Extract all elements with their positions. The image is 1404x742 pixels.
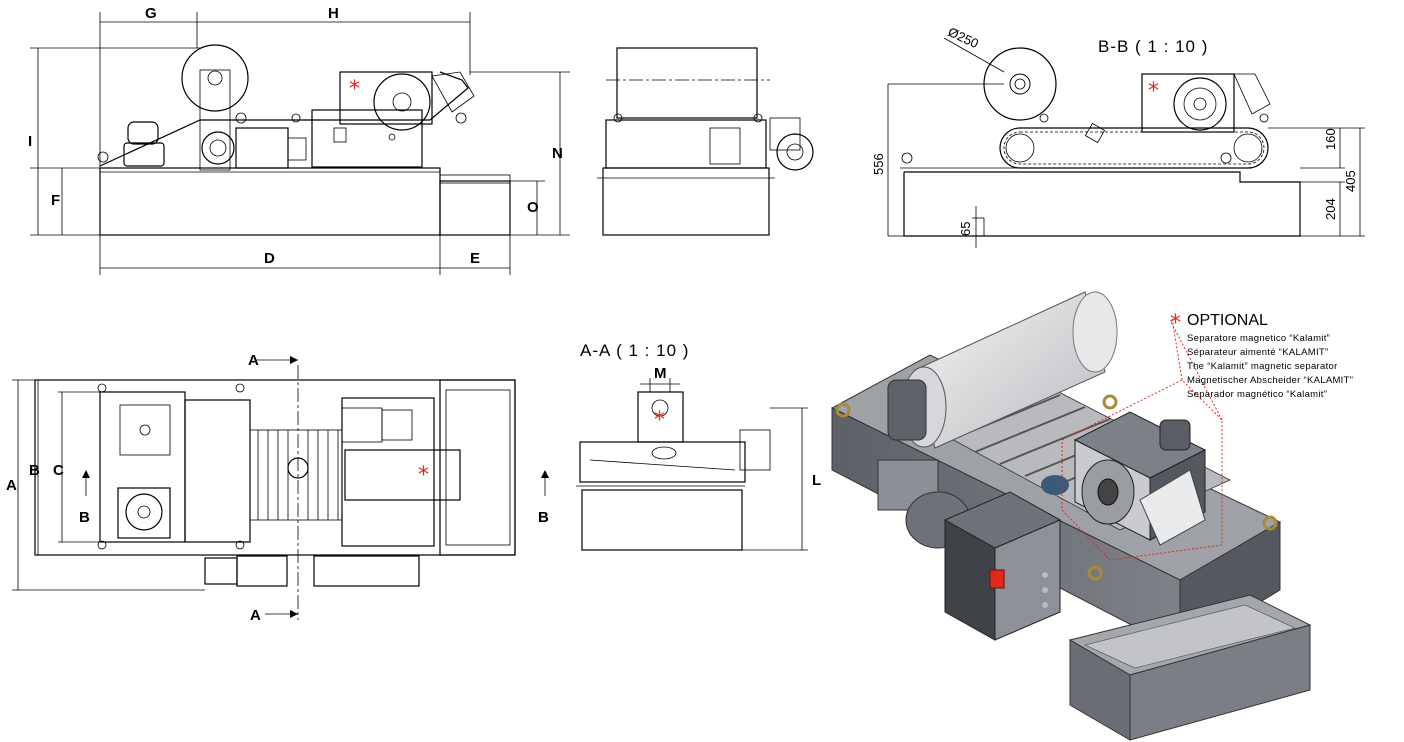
top-view: * A A B B A B C <box>6 352 549 624</box>
dim-label-160: 160 <box>1323 128 1338 150</box>
red-power-switch <box>989 569 1005 589</box>
dim-label-c: C <box>53 462 64 479</box>
dim-label-o: O <box>527 199 539 216</box>
optional-legend: * OPTIONAL Separatore magnetico “Kalamit… <box>1170 311 1353 400</box>
dim-label-405: 405 <box>1343 170 1358 192</box>
dim-label-g: G <box>145 5 157 22</box>
optional-line-en: The “Kalamit” magnetic separator <box>1187 361 1338 372</box>
optional-marker-top: * <box>418 463 429 488</box>
section-aa-view: A-A ( 1 : 10 ) * M L <box>576 341 821 551</box>
side-view <box>597 47 814 236</box>
cut-label-b-left: B <box>79 509 90 526</box>
dim-label-n: N <box>552 145 563 162</box>
optional-line-de: Magnetischer Abscheider “KALAMIT” <box>1187 375 1353 386</box>
section-bb-view: B-B ( 1 : 10 ) Ø250 * 556 <box>871 24 1365 248</box>
optional-line-es: Separador magnético “Kalamit” <box>1187 389 1327 400</box>
cut-label-a-top: A <box>248 352 259 369</box>
optional-marker-bb: * <box>1148 79 1159 104</box>
dim-label-b: B <box>29 462 40 479</box>
front-view: * G H I F N O D E <box>28 5 570 275</box>
optional-marker-front: * <box>349 77 360 102</box>
cut-label-b-right: B <box>538 509 549 526</box>
dim-label-m: M <box>654 365 667 382</box>
optional-title: OPTIONAL <box>1187 312 1268 329</box>
section-bb-title: B-B ( 1 : 10 ) <box>1098 37 1208 56</box>
optional-marker-aa: * <box>654 408 665 433</box>
optional-star: * <box>1170 311 1181 336</box>
dim-label-diameter: Ø250 <box>946 24 981 51</box>
dim-label-d: D <box>264 250 275 267</box>
optional-line-fr: Séparateur aimenté “KALAMIT” <box>1187 347 1328 358</box>
dim-label-e: E <box>470 250 480 267</box>
cut-label-a-bottom: A <box>250 607 261 624</box>
section-aa-title: A-A ( 1 : 10 ) <box>580 341 689 360</box>
dim-label-204: 204 <box>1323 198 1338 220</box>
dim-label-a: A <box>6 477 17 494</box>
chain-belt <box>257 430 339 520</box>
optional-line-it: Separatore magnetico “Kalamit” <box>1187 333 1330 344</box>
dim-label-h: H <box>328 5 339 22</box>
isometric-render <box>830 291 1312 741</box>
dim-label-556: 556 <box>871 153 886 175</box>
dim-label-65: 65 <box>958 222 973 236</box>
dim-label-i: I <box>28 133 32 150</box>
dim-label-l: L <box>812 472 821 489</box>
dim-label-f: F <box>51 192 60 209</box>
